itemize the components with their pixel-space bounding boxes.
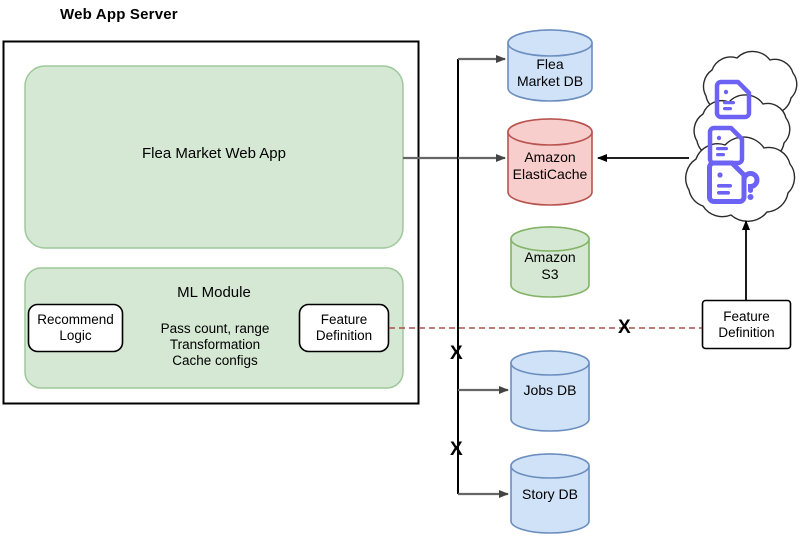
datastore-jobs-db [510, 350, 590, 432]
x-dashed-feature-link: X [618, 317, 631, 338]
datastore-flea-market-db [507, 29, 593, 102]
recommend-logic-box [27, 303, 124, 353]
datastore-story-db [510, 453, 590, 534]
feature-definition-box-inner [298, 303, 390, 353]
document-question-icon-3 [707, 160, 760, 204]
feature-definition-box-external [701, 299, 792, 350]
x-story-db-link: X [450, 439, 463, 460]
flea-market-web-app-box [24, 65, 404, 249]
datastore-amazon-elasticache [507, 118, 593, 206]
x-jobs-db-link: X [450, 343, 463, 364]
datastore-amazon-s3 [510, 226, 590, 298]
document-question-icon-1 [714, 79, 752, 120]
